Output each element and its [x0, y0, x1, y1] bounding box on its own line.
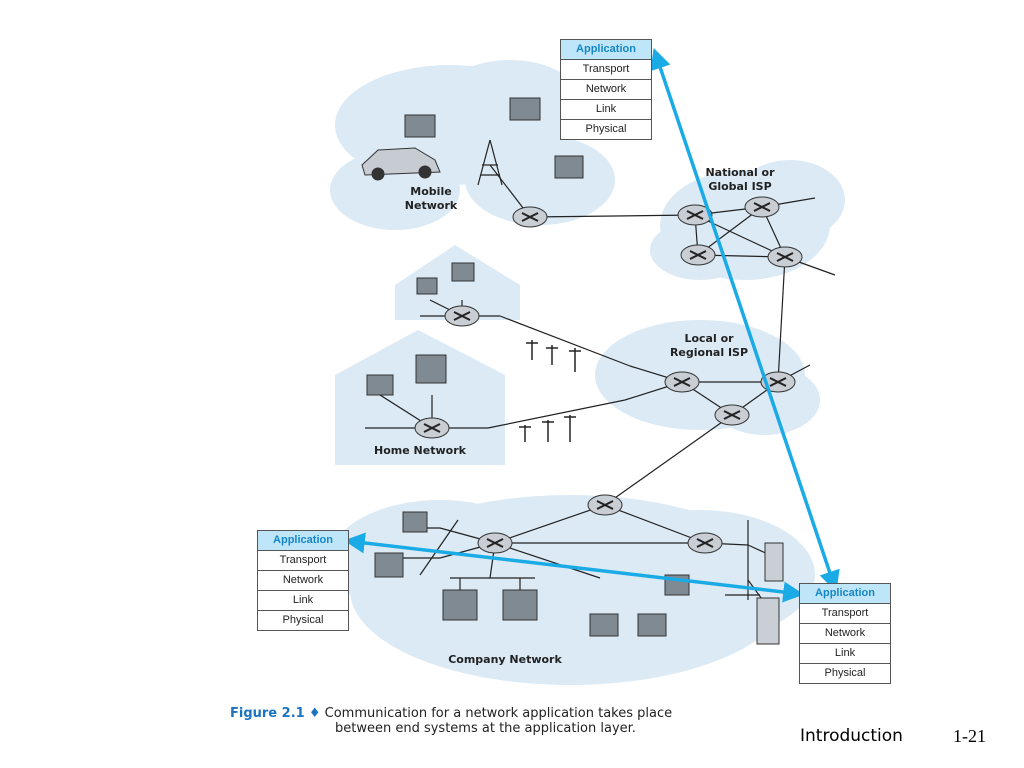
router-icon [512, 206, 548, 228]
arrow-left-to-right [343, 532, 805, 603]
server-icon [764, 542, 784, 582]
car-icon [361, 147, 441, 181]
protocol-stack-left: Application Transport Network Link Physi… [257, 530, 349, 631]
desktop-icon [502, 589, 538, 621]
laptop-icon [637, 613, 667, 637]
layer-transport: Transport [800, 604, 890, 624]
laptop-icon [554, 155, 584, 179]
layer-network: Network [561, 80, 651, 100]
caption-line-1: Communication for a network application … [324, 706, 673, 721]
desktop-icon [442, 589, 478, 621]
layer-link: Link [258, 591, 348, 611]
router-icon [414, 417, 450, 439]
caption-line-2: between end systems at the application l… [335, 721, 636, 736]
laptop-icon [509, 97, 541, 121]
desktop-icon [415, 354, 447, 384]
layer-application: Application [258, 531, 348, 551]
router-icon [687, 532, 723, 554]
layer-link: Link [561, 100, 651, 120]
layer-transport: Transport [561, 60, 651, 80]
global-isp-label: National or Global ISP [705, 166, 775, 193]
desktop-icon [402, 511, 428, 533]
router-icon [587, 494, 623, 516]
application-layer-arrows [343, 48, 840, 603]
utility-poles [519, 340, 581, 442]
laptop-icon [366, 374, 394, 396]
layer-network: Network [258, 571, 348, 591]
server-icon [756, 597, 780, 645]
company-network-label: Company Network [448, 653, 562, 666]
router-icon [477, 532, 513, 554]
figure-number: Figure 2.1 [230, 706, 305, 721]
cell-tower-icon [477, 139, 503, 186]
laptop-icon [416, 277, 438, 295]
layer-link: Link [800, 644, 890, 664]
home-network-label: Home Network [374, 444, 466, 457]
protocol-stack-top: Application Transport Network Link Physi… [560, 39, 652, 140]
desktop-icon [451, 262, 475, 282]
router-icon [744, 196, 780, 218]
protocol-stack-right: Application Transport Network Link Physi… [799, 583, 891, 684]
arrow-top-to-right [650, 48, 840, 592]
router-icon [664, 371, 700, 393]
caption-separator: ♦ [308, 706, 321, 721]
layer-transport: Transport [258, 551, 348, 571]
local-isp-label: Local or Regional ISP [669, 332, 749, 359]
router-icon [444, 305, 480, 327]
home-houses [335, 245, 520, 465]
router-icon [714, 404, 750, 426]
router-icon [680, 244, 716, 266]
figure-caption: Figure 2.1 ♦ Communication for a network… [230, 706, 790, 736]
layer-physical: Physical [282, 614, 324, 626]
mobile-network-label: Mobile Network [404, 185, 458, 212]
page-number: 1-21 [953, 726, 986, 746]
laptop-icon [589, 613, 619, 637]
router-icon [767, 246, 803, 268]
slide-title: Introduction [800, 726, 903, 746]
laptop-icon [404, 114, 436, 138]
desktop-icon [374, 552, 404, 578]
layer-network: Network [800, 624, 890, 644]
layer-application: Application [800, 584, 890, 604]
layer-application: Application [561, 40, 651, 60]
layer-physical: Physical [824, 667, 866, 679]
layer-physical: Physical [585, 123, 627, 135]
